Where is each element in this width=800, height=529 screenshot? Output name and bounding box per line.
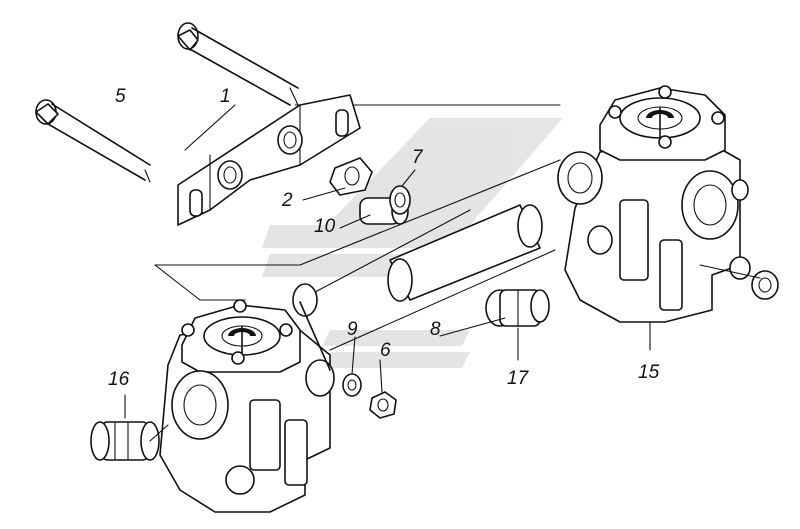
fitting-2: [329, 157, 373, 196]
callout-16: 16: [108, 369, 130, 390]
callout-15: 15: [638, 362, 660, 383]
callout-5: 5: [115, 86, 126, 107]
callout-1: 1: [220, 86, 231, 107]
valve-15: [557, 85, 779, 323]
bolt-5: [35, 99, 151, 183]
fitting-7: [389, 185, 411, 215]
callout-10: 10: [314, 216, 336, 237]
nut-6: [369, 391, 397, 419]
washer-9: [342, 373, 362, 397]
connecting-tube: [387, 204, 543, 302]
bolt-1: [177, 22, 299, 106]
callout-8: 8: [430, 319, 441, 340]
valve-main: [159, 283, 335, 513]
bracket: [177, 94, 361, 226]
callout-7: 7: [412, 147, 424, 168]
leader-lines: [124, 169, 651, 419]
connector-16: [90, 421, 169, 461]
callout-9: 9: [347, 319, 358, 340]
assembly-outline: [154, 104, 561, 351]
callout-labels: 1 2 5 6 7 8 9 10 15 16 17: [108, 86, 660, 390]
callout-6: 6: [380, 340, 391, 361]
nipple-17: [485, 289, 550, 327]
callout-17: 17: [507, 368, 530, 389]
callout-2: 2: [281, 190, 293, 211]
